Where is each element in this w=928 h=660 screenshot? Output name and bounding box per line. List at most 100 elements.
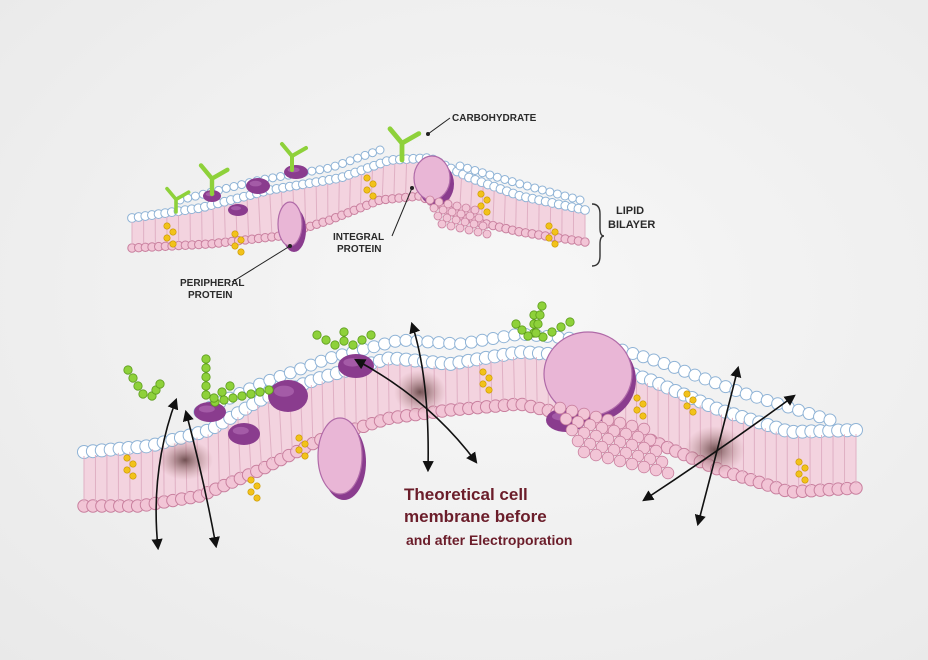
cholesterol	[795, 458, 803, 466]
lipid-head	[456, 209, 466, 219]
lipid-head	[443, 199, 453, 209]
label-bilayer: BILAYER	[608, 219, 655, 231]
lipid-head	[356, 342, 370, 356]
carbohydrate-chain	[201, 363, 211, 373]
cholesterol	[689, 408, 697, 416]
lipid-head	[475, 333, 489, 347]
carbohydrate-chain	[228, 393, 238, 403]
arrow-4	[354, 358, 478, 464]
lipid-head	[462, 163, 472, 173]
cholesterol	[169, 228, 177, 236]
lipid-head	[455, 161, 465, 171]
lipid-head	[433, 211, 443, 221]
carbohydrate-chain	[264, 385, 274, 395]
cholesterol	[295, 446, 303, 454]
lipid-head	[567, 193, 577, 203]
cholesterol	[301, 440, 309, 448]
lipid-head	[464, 225, 474, 235]
lipid-head	[492, 172, 502, 182]
leader-peripheral	[231, 245, 291, 283]
pore-2	[394, 370, 446, 414]
lipid-head	[330, 161, 340, 171]
carbohydrate-chain	[547, 327, 557, 337]
lipid-tail	[467, 364, 470, 405]
lipid-head	[360, 150, 370, 160]
cholesterol	[163, 222, 171, 230]
carbohydrate-chain	[339, 327, 349, 337]
peripheral-protein	[249, 180, 262, 187]
lipid-head	[637, 460, 651, 474]
lipid-head	[565, 423, 579, 437]
carbohydrate-chain	[348, 340, 358, 350]
lipid-head	[429, 203, 439, 213]
lipid-head	[571, 434, 585, 448]
integral-protein	[317, 417, 363, 495]
cholesterol	[129, 472, 137, 480]
carbohydrate-chain	[330, 340, 340, 350]
carbohydrate-chain	[201, 354, 211, 364]
lipid-head	[446, 221, 456, 231]
carbohydrate-chain	[133, 381, 143, 391]
lipid-head	[353, 153, 363, 163]
cholesterol	[477, 202, 485, 210]
carbohydrate-chain	[556, 322, 566, 332]
lipid-head	[345, 156, 355, 166]
lipid-head	[661, 466, 675, 480]
membrane-before	[127, 126, 590, 256]
carbohydrate-chain	[523, 331, 533, 341]
lipid-head	[325, 351, 339, 365]
lipid-tail	[535, 357, 538, 404]
carbohydrate-chain	[217, 387, 227, 397]
lipid-head	[221, 183, 231, 193]
lipid-tail	[349, 178, 351, 209]
label-peripheral: PERIPHERAL	[180, 278, 244, 289]
lipid-head	[307, 166, 317, 176]
carbohydrate-chain	[219, 395, 229, 405]
carbohydrate-chain	[531, 328, 541, 338]
cholesterol	[301, 452, 309, 460]
cholesterol	[795, 470, 803, 478]
lipid-head	[613, 454, 627, 468]
cholesterol	[247, 488, 255, 496]
cholesterol	[123, 454, 131, 462]
lipid-head	[461, 203, 471, 213]
lipid-head	[229, 182, 239, 192]
carbohydrate-chain	[225, 381, 235, 391]
lipid-head	[367, 340, 381, 354]
lipid-head	[442, 213, 452, 223]
cholesterol	[633, 394, 641, 402]
lipid-head	[464, 335, 478, 349]
lipid-head	[425, 195, 435, 205]
lipid-head	[580, 205, 590, 215]
lipid-head	[375, 145, 385, 155]
cholesterol	[483, 196, 491, 204]
carbohydrate-chain	[565, 317, 575, 327]
lipid-tail	[321, 381, 324, 435]
lipid-tail	[490, 360, 493, 403]
peripheral-protein	[274, 385, 294, 397]
lipid-head	[451, 215, 461, 225]
lipid-head	[559, 412, 573, 426]
cholesterol	[231, 242, 239, 250]
cholesterol	[477, 190, 485, 198]
carbohydrate-chain	[517, 325, 527, 335]
cholesterol	[295, 434, 303, 442]
carbohydrate-chain	[538, 332, 548, 342]
label-integral-protein: PROTEIN	[337, 244, 381, 255]
cholesterol	[545, 222, 553, 230]
cholesterol	[639, 412, 647, 420]
lipid-head	[338, 158, 348, 168]
lipid-tail	[359, 174, 362, 204]
carbohydrate-chain	[198, 163, 230, 197]
lipid-head	[237, 180, 247, 190]
lipid-tail	[524, 356, 527, 402]
cholesterol	[801, 464, 809, 472]
cholesterol	[169, 240, 177, 248]
lipid-head	[378, 337, 392, 351]
carbohydrate-chain	[312, 330, 322, 340]
cholesterol	[163, 234, 171, 242]
cholesterol	[363, 174, 371, 182]
lipid-head	[478, 221, 488, 231]
carbohydrate-chain	[165, 186, 191, 214]
